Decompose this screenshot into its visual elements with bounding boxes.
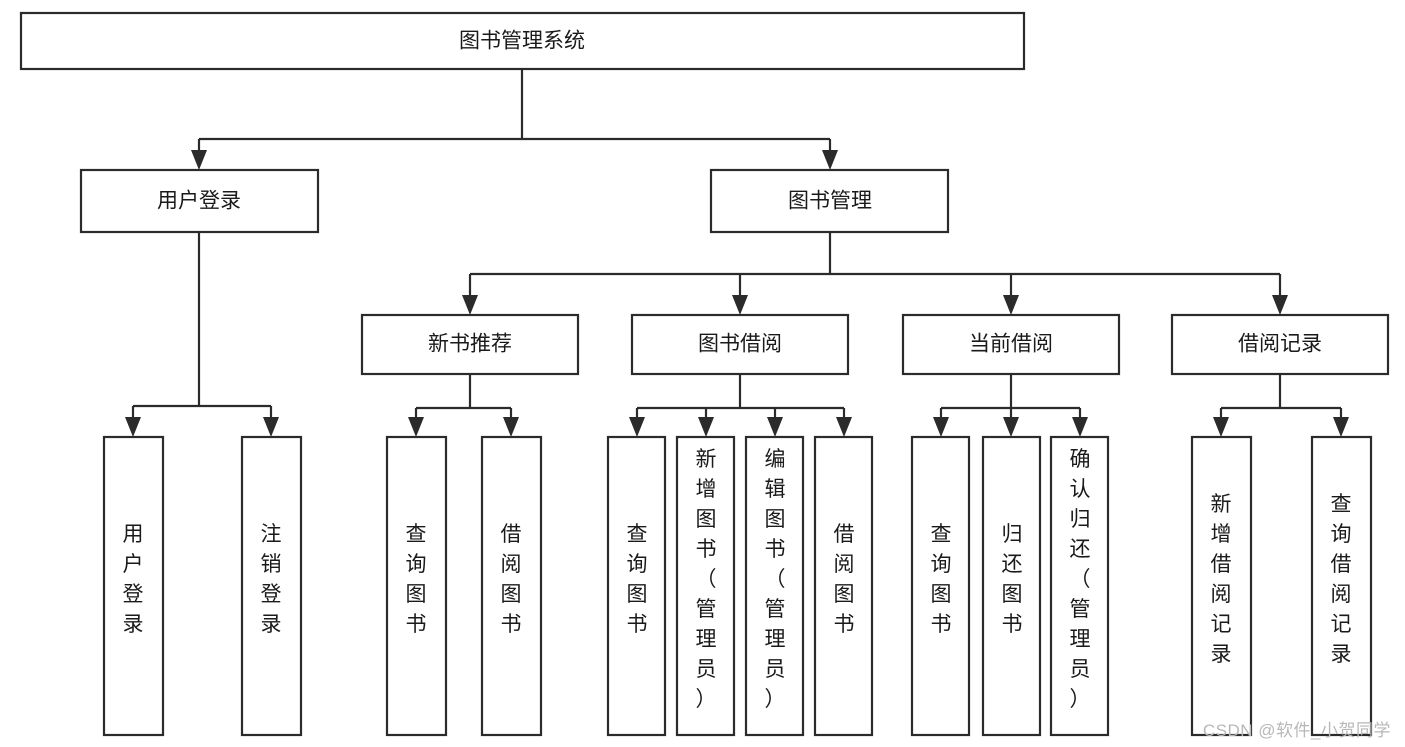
node-leaf-query-book-1-box[interactable] (385, 435, 448, 737)
node-leaf-add-book[interactable]: 新增图书（管理员） (675, 435, 736, 737)
node-leaf-query-record[interactable]: 查询借阅记录 (1310, 435, 1373, 737)
arrow-head-leaf-return-book (1003, 417, 1019, 437)
arrow-head-leaf-logout (263, 417, 279, 437)
node-leaf-confirm-return-box[interactable] (1049, 435, 1110, 737)
node-book-borrow[interactable]: 图书借阅 (630, 313, 850, 376)
arrow-head-leaf-edit-book (767, 417, 783, 437)
arrow-head-leaf-query-record (1333, 417, 1349, 437)
node-user-login[interactable]: 用户登录 (79, 168, 320, 234)
node-root[interactable]: 图书管理系统 (19, 11, 1026, 71)
node-book-borrow-box[interactable] (630, 313, 850, 376)
connector-group-current-borrow-children (933, 374, 1088, 437)
arrow-head-leaf-user-login (125, 417, 141, 437)
arrow-head-borrow-record (1272, 295, 1288, 315)
node-leaf-logout[interactable]: 注销登录 (240, 435, 303, 737)
arrow-head-leaf-add-record (1213, 417, 1229, 437)
node-root-box[interactable] (19, 11, 1026, 71)
node-leaf-query-book-3-label: 查询图书 (931, 523, 952, 636)
node-leaf-query-record-box[interactable] (1310, 435, 1373, 737)
node-leaf-edit-book-label: 编辑图书（管理员） (765, 448, 786, 711)
node-leaf-query-book-2-box[interactable] (606, 435, 667, 737)
node-current-borrow-label: 当前借阅 (969, 333, 1053, 356)
node-leaf-user-login[interactable]: 用户登录 (102, 435, 165, 737)
node-leaf-confirm-return[interactable]: 确认归还（管理员） (1049, 435, 1110, 737)
node-leaf-query-record-label: 查询借阅记录 (1331, 493, 1352, 666)
node-leaf-borrow-book-2[interactable]: 借阅图书 (813, 435, 874, 737)
node-user-login-box[interactable] (79, 168, 320, 234)
node-leaf-add-record[interactable]: 新增借阅记录 (1190, 435, 1253, 737)
node-leaf-confirm-return-label: 确认归还（管理员） (1070, 448, 1091, 711)
arrow-head-book-mgmt (822, 150, 838, 170)
node-leaf-edit-book-box[interactable] (744, 435, 805, 737)
node-leaf-query-book-1-label: 查询图书 (406, 523, 427, 636)
node-leaf-add-book-label: 新增图书（管理员） (696, 448, 717, 711)
node-leaf-user-login-label: 用户登录 (123, 523, 144, 636)
arrow-head-leaf-confirm-return (1072, 417, 1088, 437)
node-leaf-query-book-3[interactable]: 查询图书 (910, 435, 971, 737)
node-current-borrow-box[interactable] (901, 313, 1121, 376)
node-leaf-borrow-book-1-label: 借阅图书 (501, 523, 522, 636)
node-leaf-query-book-1[interactable]: 查询图书 (385, 435, 448, 737)
connector-group-user-login-children (125, 232, 279, 437)
connector-group-book-mgmt-children (462, 232, 1288, 315)
node-leaf-logout-box[interactable] (240, 435, 303, 737)
node-new-book-rec-box[interactable] (360, 313, 580, 376)
node-leaf-edit-book[interactable]: 编辑图书（管理员） (744, 435, 805, 737)
node-leaf-add-book-box[interactable] (675, 435, 736, 737)
node-user-login-label: 用户登录 (157, 190, 241, 213)
arrow-head-book-borrow (732, 295, 748, 315)
watermark-label: CSDN @软件_小贺同学 (1202, 721, 1391, 740)
connector-group-book-borrow-children (629, 374, 852, 437)
node-book-borrow-label: 图书借阅 (698, 333, 782, 356)
arrow-head-leaf-add-book (698, 417, 714, 437)
connector-group-root-to-level1 (191, 69, 838, 170)
node-leaf-borrow-book-1-box[interactable] (480, 435, 543, 737)
node-leaf-borrow-book-2-box[interactable] (813, 435, 874, 737)
node-new-book-rec-label: 新书推荐 (428, 333, 512, 356)
node-book-mgmt[interactable]: 图书管理 (709, 168, 950, 234)
arrow-head-leaf-query-book-3 (933, 417, 949, 437)
node-root-label: 图书管理系统 (459, 30, 585, 53)
node-book-mgmt-box[interactable] (709, 168, 950, 234)
node-leaf-return-book-box[interactable] (981, 435, 1042, 737)
node-leaf-add-record-box[interactable] (1190, 435, 1253, 737)
arrow-head-leaf-borrow-book-2 (836, 417, 852, 437)
node-leaf-user-login-box[interactable] (102, 435, 165, 737)
node-borrow-record[interactable]: 借阅记录 (1170, 313, 1390, 376)
node-leaf-borrow-book-1[interactable]: 借阅图书 (480, 435, 543, 737)
arrow-head-leaf-borrow-book-1 (503, 417, 519, 437)
node-borrow-record-box[interactable] (1170, 313, 1390, 376)
node-leaf-logout-label: 注销登录 (261, 523, 282, 636)
connector-group-borrow-record-children (1213, 374, 1349, 437)
node-current-borrow[interactable]: 当前借阅 (901, 313, 1121, 376)
node-leaf-borrow-book-2-label: 借阅图书 (834, 523, 855, 636)
node-new-book-rec[interactable]: 新书推荐 (360, 313, 580, 376)
node-book-mgmt-label: 图书管理 (788, 190, 872, 213)
node-leaf-add-record-label: 新增借阅记录 (1211, 493, 1232, 666)
node-leaf-query-book-2-label: 查询图书 (627, 523, 648, 636)
arrow-head-new-book-rec (462, 295, 478, 315)
node-leaf-return-book-label: 归还图书 (1002, 523, 1023, 636)
node-borrow-record-label: 借阅记录 (1238, 333, 1322, 356)
arrow-head-leaf-query-book-1 (408, 417, 424, 437)
arrow-head-current-borrow (1003, 295, 1019, 315)
node-leaf-query-book-2[interactable]: 查询图书 (606, 435, 667, 737)
connector-group-new-book-rec-children (408, 374, 519, 437)
arrow-head-user-login (191, 150, 207, 170)
node-leaf-return-book[interactable]: 归还图书 (981, 435, 1042, 737)
arrow-head-leaf-query-book-2 (629, 417, 645, 437)
node-leaf-query-book-3-box[interactable] (910, 435, 971, 737)
